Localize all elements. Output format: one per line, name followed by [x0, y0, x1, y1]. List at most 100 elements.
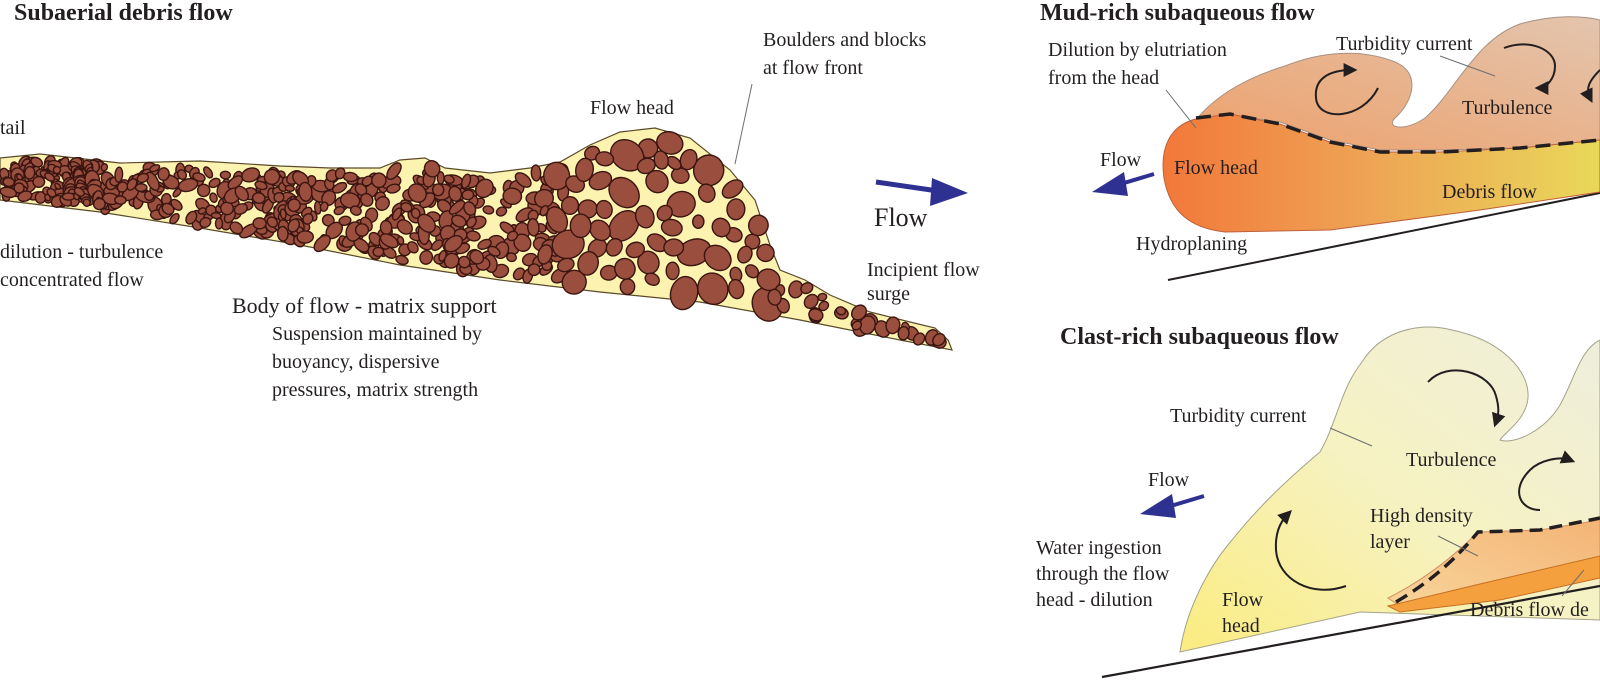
clast [466, 216, 477, 229]
clast [169, 212, 180, 225]
mud-rich-panel: Mud-rich subaqueous flow Dilution by elu… [1040, 0, 1600, 281]
high-density-label-2: layer [1370, 531, 1410, 553]
clast [595, 199, 613, 220]
clast [423, 160, 441, 178]
clast-flow-head-label-2: head [1222, 615, 1260, 637]
clast [721, 179, 744, 199]
tail-dilution-label-2: concentrated flow [0, 269, 144, 291]
clast [495, 206, 508, 217]
boulders-label-1: Boulders and blocks [763, 29, 927, 51]
clast [897, 326, 910, 341]
clast [92, 197, 106, 211]
clast [302, 212, 314, 225]
mud-flow-head-label: Flow head [1174, 157, 1258, 179]
clast [430, 239, 444, 252]
clast [157, 167, 170, 182]
clast [287, 218, 301, 233]
clast [185, 210, 198, 225]
dilution-leader [1165, 89, 1197, 129]
clast [463, 201, 477, 216]
clast [656, 130, 684, 155]
clast [619, 278, 636, 296]
mud-rich-title: Mud-rich subaqueous flow [1040, 0, 1315, 26]
clast [13, 182, 25, 194]
clast [196, 183, 211, 198]
clast [199, 216, 212, 229]
clast [284, 184, 295, 193]
clast [229, 221, 244, 235]
dilution-label-1: Dilution by elutriation [1048, 39, 1227, 61]
clast [543, 161, 571, 191]
clast [234, 185, 250, 202]
mud-turbulence-label: Turbulence [1462, 97, 1552, 119]
clast [396, 235, 405, 246]
clast [526, 218, 540, 237]
clast [726, 198, 746, 221]
dilution-label-2: from the head [1048, 67, 1159, 89]
clast [644, 272, 660, 286]
clast [379, 233, 399, 249]
clast [575, 157, 594, 183]
flow-direction-arrow-right [875, 178, 968, 206]
clast [410, 207, 421, 219]
clast [669, 275, 699, 311]
clast [502, 187, 523, 206]
clast [407, 183, 427, 203]
clast [466, 230, 481, 242]
clast [835, 306, 847, 316]
body-desc-1: Suspension maintained by [272, 323, 482, 345]
clast [44, 193, 52, 202]
clast [506, 230, 519, 242]
clast [279, 208, 287, 220]
clast [61, 192, 76, 201]
clast [407, 241, 419, 254]
clast [287, 198, 301, 213]
clast [817, 292, 828, 302]
clast [208, 177, 221, 189]
clast [209, 192, 218, 204]
clast [711, 217, 731, 238]
clast [233, 203, 248, 215]
clast [679, 148, 698, 171]
clast [400, 202, 413, 213]
clast [331, 181, 348, 194]
clast [0, 186, 18, 199]
clast [73, 186, 85, 197]
mud-flow-label: Flow [1100, 149, 1142, 171]
clast [116, 181, 129, 193]
clast [608, 176, 640, 209]
clast [210, 212, 222, 220]
clast [296, 230, 314, 244]
clast [506, 252, 517, 263]
clast [461, 189, 475, 201]
clast [254, 180, 268, 191]
clast [114, 166, 124, 183]
clast [803, 293, 819, 310]
clast [460, 173, 472, 189]
clast [663, 238, 685, 257]
subaerial-panel: Subaerial debris flow tail dilution - tu… [0, 0, 980, 401]
debris-deposit-layer [1386, 555, 1600, 613]
clast [134, 183, 148, 193]
clast [319, 201, 329, 212]
clast [100, 163, 109, 172]
clast [448, 199, 466, 215]
clast [338, 215, 352, 226]
clast [114, 195, 127, 205]
mud-rich-ground-line [1167, 192, 1600, 281]
hydroplaning-label: Hydroplaning [1136, 233, 1247, 255]
clast [744, 264, 760, 279]
clast [932, 333, 946, 347]
clast [30, 156, 44, 168]
clast [851, 320, 863, 331]
clast [252, 217, 267, 230]
water-ingestion-label-2: through the flow [1036, 563, 1170, 585]
clast [391, 207, 403, 221]
clast [605, 237, 623, 257]
mud-flow-boundary [1195, 112, 1600, 154]
clast-flow-boundary [1395, 516, 1600, 604]
flow-label: Flow [874, 203, 928, 232]
clast [474, 178, 494, 199]
clast [276, 225, 289, 242]
flow-head-label: Flow head [590, 97, 674, 119]
